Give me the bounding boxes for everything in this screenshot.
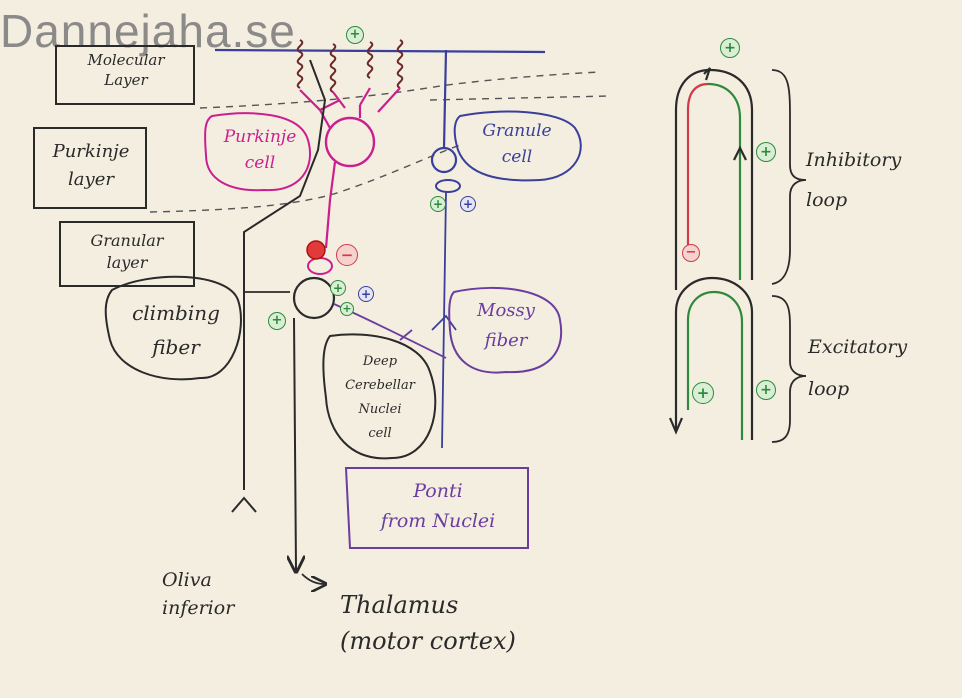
motor-cortex-label: (motor cortex)	[340, 627, 516, 655]
inhibitory-arrow-up	[733, 145, 747, 161]
molecular-layer-label: Molecular Layer	[87, 51, 165, 89]
excitatory-loop-label: Excitatory loop	[808, 336, 908, 400]
plus-badge: +	[430, 196, 446, 212]
purkinje-dendrite-spirals	[296, 39, 404, 93]
excitatory-arrow-down	[668, 417, 684, 435]
mossy-fiber-blob	[448, 286, 563, 374]
inhibitory-loop-red	[686, 82, 709, 250]
mossy-to-granule	[441, 191, 447, 449]
plus-badge: +	[358, 286, 374, 302]
purkinje-dendrites	[299, 87, 401, 129]
plus-badge: +	[720, 38, 740, 58]
oliva-arrow	[231, 496, 257, 513]
plus-badge: +	[756, 380, 776, 400]
purkinje-layer-box	[33, 127, 147, 209]
inhibitory-brace	[771, 69, 807, 285]
loop-diagram	[668, 67, 807, 443]
molecular-layer-box	[55, 45, 195, 105]
purkinje-layer-label: Purkinje layer	[52, 141, 130, 190]
purkinje-axon	[324, 161, 337, 249]
mossy-collateral-arrow	[399, 329, 413, 341]
oliva-inferior-label: Oliva inferior	[162, 569, 235, 619]
layer-boundaries	[149, 71, 611, 213]
plus-badge: +	[330, 280, 346, 296]
granular-layer-box	[59, 221, 195, 287]
minus-badge: −	[682, 244, 700, 262]
purkinje-cell-body	[324, 116, 376, 168]
dcn-output-axon	[294, 317, 296, 570]
granule-axon	[442, 49, 448, 149]
granule-synapse-oval	[435, 179, 461, 193]
parallel-fiber	[214, 48, 546, 54]
pontine-nuclei-label: Ponti from Nuclei	[380, 480, 496, 532]
thalamus-label: Thalamus	[340, 591, 459, 619]
inhibitory-arrow-top	[703, 67, 712, 81]
purkinje-cell-label: Purkinje cell	[223, 127, 297, 173]
plus-badge: +	[268, 312, 286, 330]
plus-badge: +	[692, 382, 714, 404]
minus-badge: −	[336, 244, 358, 266]
inhibitory-loop-green	[707, 82, 742, 280]
climbing-fiber-blob	[104, 275, 242, 381]
inhibitory-loop-label: Inhibitory loop	[806, 149, 902, 211]
granule-label-blob	[453, 110, 582, 182]
plus-badge: +	[756, 142, 776, 162]
purkinje-label-blob	[204, 112, 311, 192]
plus-badge: +	[346, 26, 364, 44]
granule-cell-label: Granule cell	[482, 121, 552, 167]
deep-nuclei-label: Deep Cerebellar Nuclei cell	[345, 354, 415, 441]
deep-nuclei-cell-body	[292, 276, 336, 320]
inhibitory-dot	[306, 240, 326, 260]
excitatory-loop-outer	[674, 276, 754, 440]
plus-badge: +	[460, 196, 476, 212]
plus-badge: +	[340, 302, 354, 316]
thalamus-arrow	[301, 573, 324, 584]
pontine-box	[344, 467, 529, 549]
granular-layer-label: Granular layer	[90, 231, 164, 272]
mossy-fiber-label: Mossy fiber	[477, 300, 535, 351]
excitatory-brace	[771, 295, 807, 443]
excitatory-loop-green	[686, 290, 744, 440]
mossy-arrow-up	[431, 314, 457, 331]
deep-nuclei-blob	[322, 333, 437, 460]
climbing-fiber-line	[243, 59, 327, 490]
climbing-fiber-label: climbing fiber	[132, 301, 220, 359]
